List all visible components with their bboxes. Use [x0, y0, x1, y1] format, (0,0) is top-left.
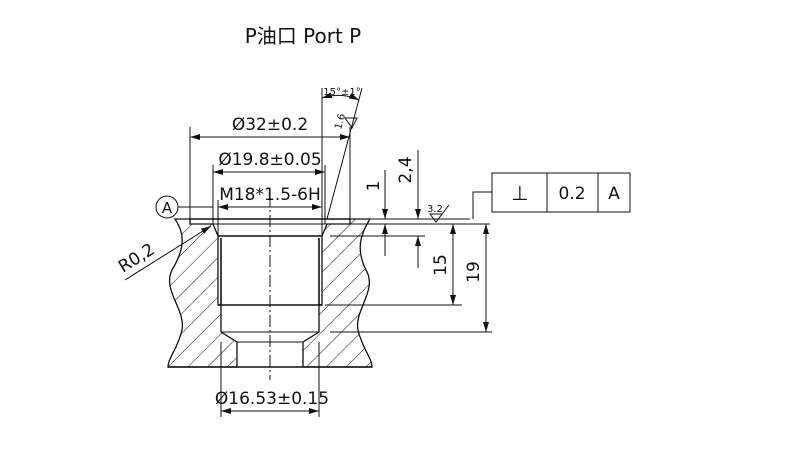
dim-thread: M18*1.5-6H — [219, 185, 321, 205]
dim-d19-8: Ø19.8±0.05 — [218, 150, 321, 170]
roughness-face-icon — [429, 204, 450, 223]
tolerance-datum: A — [608, 184, 620, 204]
dim-d32: Ø32±0.2 — [232, 115, 308, 135]
datum-label: A — [162, 199, 173, 217]
tolerance-frame: ⊥ 0.2 A — [472, 172, 631, 219]
dim-depth-15: 15 — [431, 254, 451, 276]
perpendicularity-icon: ⊥ — [511, 181, 528, 205]
body-section-left — [167, 218, 238, 368]
roughness-symbol-icon — [344, 117, 358, 129]
body-section-right — [302, 218, 373, 368]
roughness-face: 3.2 — [427, 204, 443, 215]
dim-radius: R0,2 — [115, 240, 159, 278]
dim-d16-53: Ø16.53±0.15 — [215, 389, 329, 409]
roughness-chamfer: 1.6 — [333, 113, 348, 131]
dim-depth-2-4: 2,4 — [396, 156, 416, 183]
dim-depth-1: 1 — [364, 181, 384, 192]
dim-angle: 15°±1° — [323, 87, 360, 98]
tolerance-value: 0.2 — [558, 184, 585, 204]
drawing-title: P油口 Port P — [244, 24, 362, 48]
dim-depth-19: 19 — [464, 261, 484, 283]
